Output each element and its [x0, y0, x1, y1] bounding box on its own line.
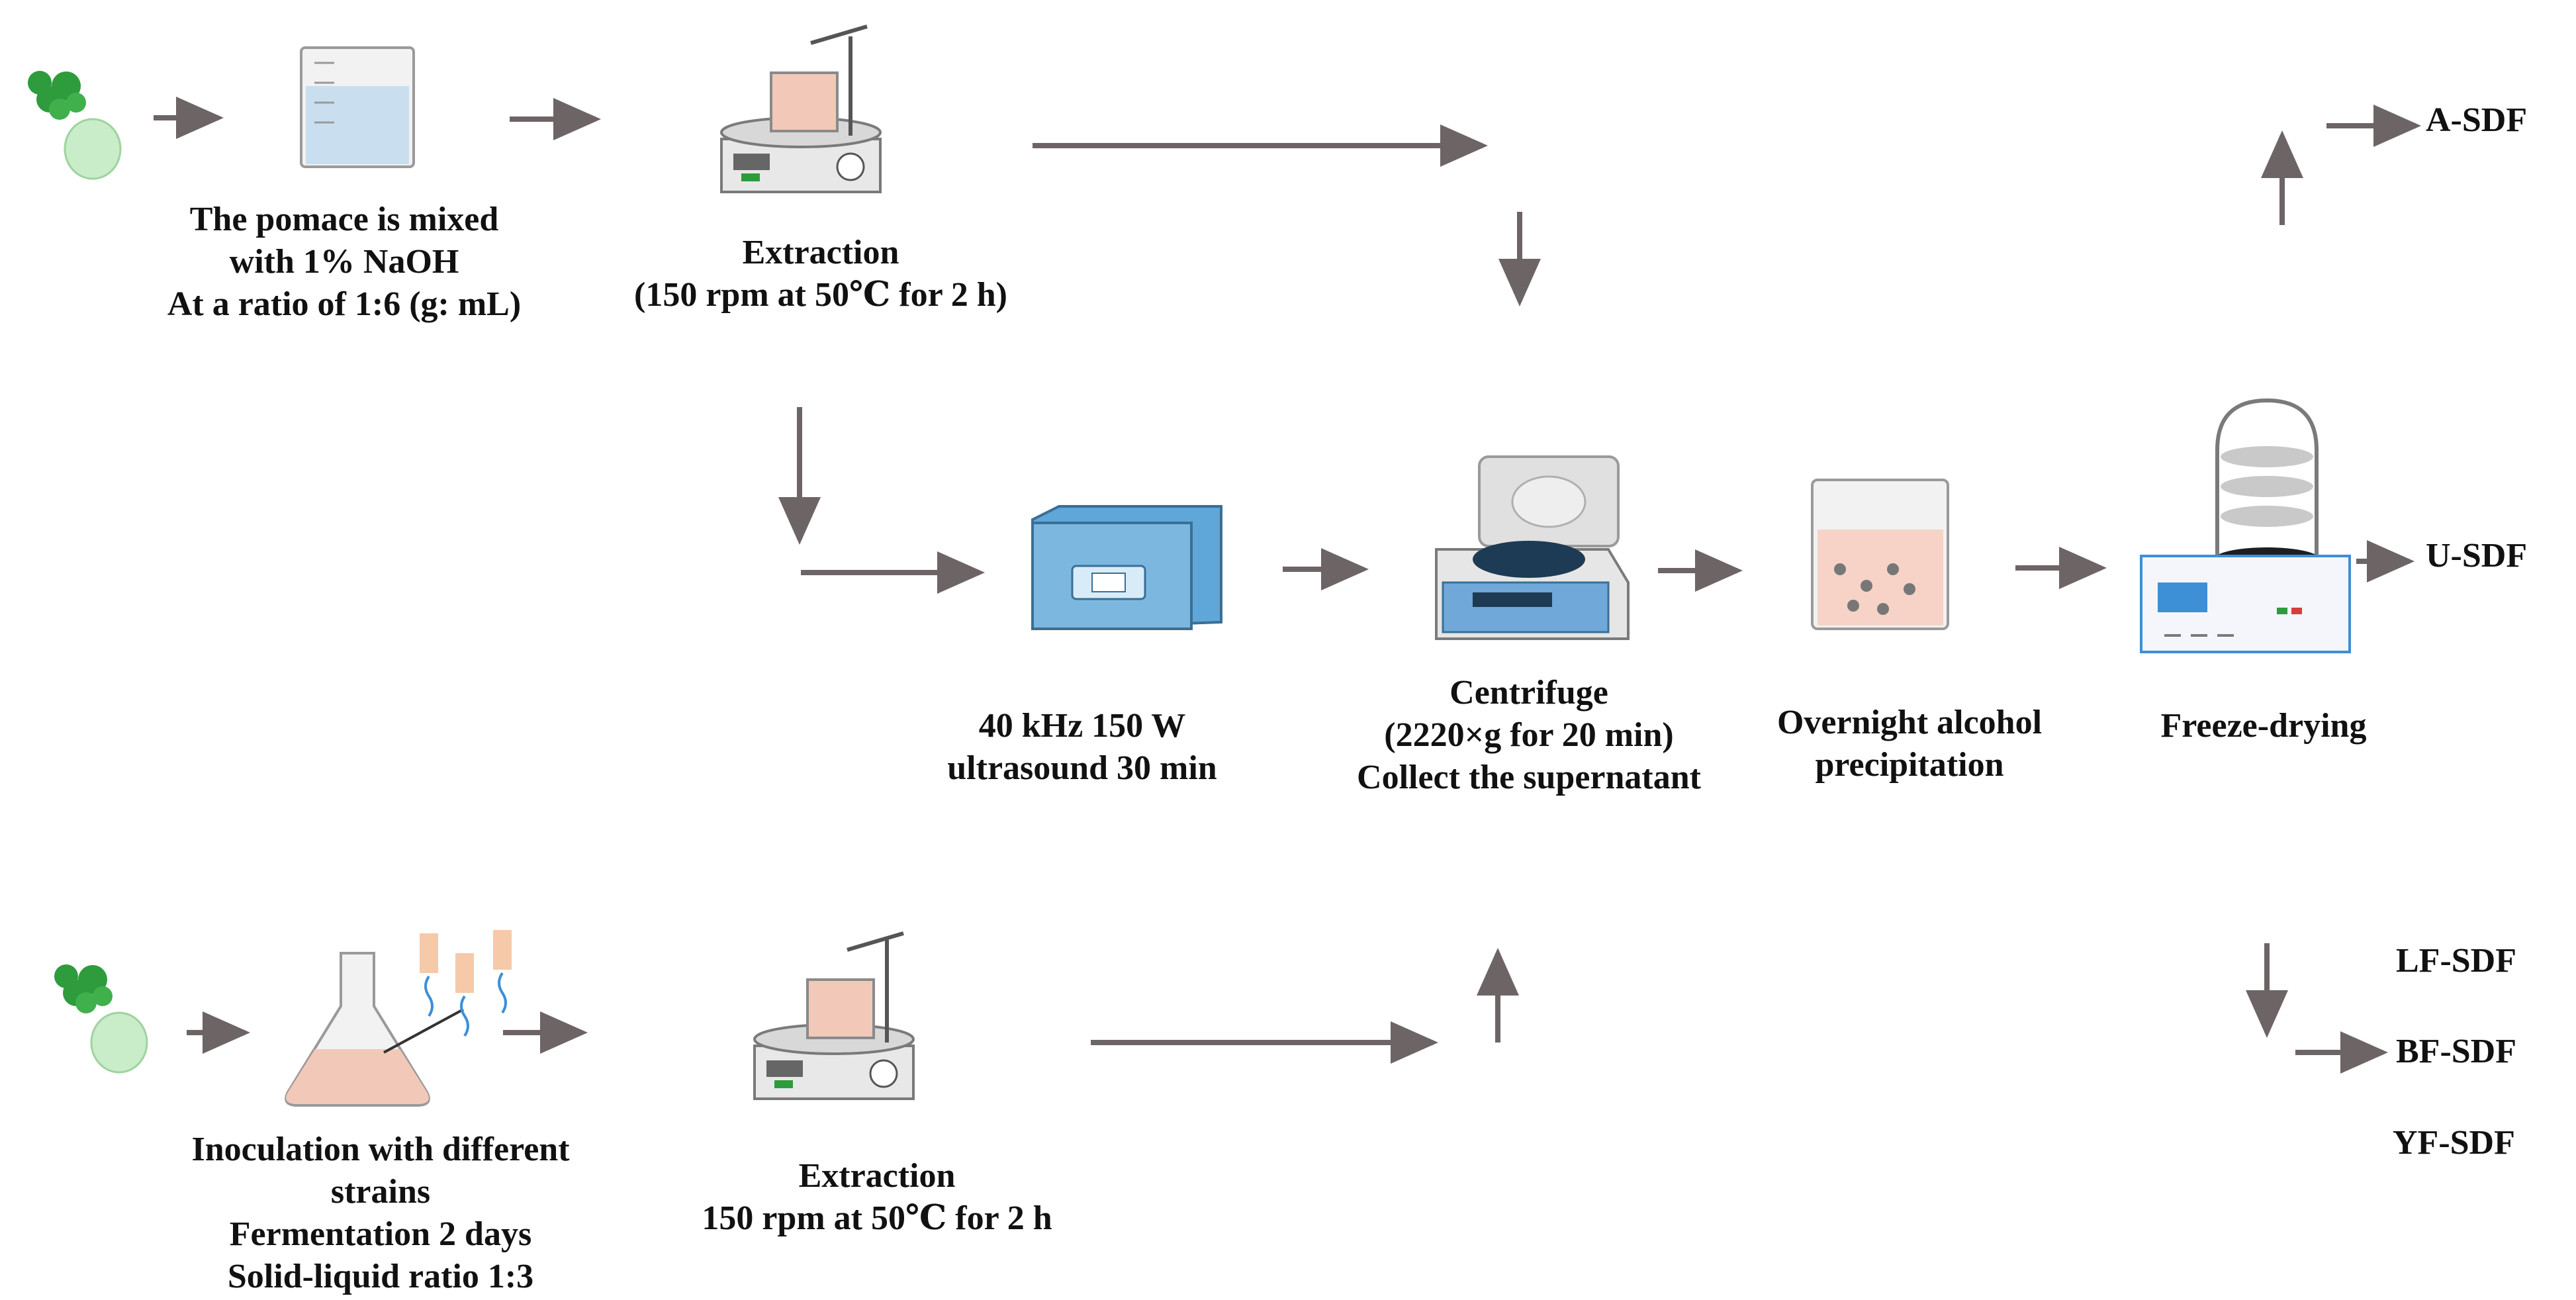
step-extraction-bottom-label: Extraction 150 rpm at 50℃ for 2 h [655, 1155, 1099, 1240]
step-precipitation-line: precipitation [1815, 746, 2004, 784]
step-extraction-bottom-line: 150 rpm at 50℃ for 2 h [702, 1199, 1052, 1237]
pomace-icon [28, 71, 122, 180]
beaker-naoh-icon [300, 46, 415, 168]
ultrasound-bath-icon [1031, 505, 1222, 631]
stirrer-extraction-icon [753, 931, 915, 1100]
output-a-sdf: A-SDF [2426, 101, 2528, 139]
step-mix-line: At a ratio of 1:6 (g: mL) [167, 285, 522, 323]
stirrer-extraction-icon [720, 24, 882, 193]
step-inoculation-line: Solid-liquid ratio 1:3 [227, 1258, 534, 1295]
step-extraction-top-line: Extraction [742, 234, 899, 271]
step-centrifuge-line: Collect the supernatant [1357, 759, 1701, 796]
step-inoculation-line: Inoculation with different [191, 1131, 570, 1168]
step-extraction-bottom-line: Extraction [798, 1157, 956, 1195]
precipitation-beaker-icon [1811, 479, 1949, 630]
output-bf-sdf: BF-SDF [2396, 1033, 2516, 1070]
step-inoculation-line: strains [330, 1173, 431, 1211]
output-lf-sdf: LF-SDF [2396, 942, 2516, 980]
step-ultrasound-line: ultrasound 30 min [947, 749, 1217, 787]
freeze-dryer-icon [2140, 398, 2351, 653]
step-inoculation-line: Fermentation 2 days [229, 1215, 532, 1253]
step-precipitation-label: Overnight alcohol precipitation [1734, 702, 2085, 786]
pomace-icon [54, 964, 148, 1074]
step-centrifuge-line: Centrifuge [1449, 674, 1608, 712]
fermentation-flask-icon [285, 930, 512, 1107]
output-yf-sdf: YF-SDF [2393, 1124, 2515, 1162]
step-mix-label: The pomace is mixed with 1% NaOH At a ra… [93, 199, 596, 326]
step-centrifuge-label: Centrifuge (2220×g for 20 min) Collect t… [1304, 672, 1754, 799]
step-mix-line: The pomace is mixed [189, 201, 499, 238]
step-ultrasound-line: 40 kHz 150 W [978, 707, 1186, 745]
step-inoculation-label: Inoculation with different strains Ferme… [126, 1129, 635, 1298]
output-u-sdf: U-SDF [2426, 537, 2528, 575]
step-extraction-top-label: Extraction (150 rpm at 50℃ for 2 h) [589, 232, 1052, 316]
step-ultrasound-label: 40 kHz 150 W ultrasound 30 min [907, 705, 1258, 790]
step-extraction-top-line: (150 rpm at 50℃ for 2 h) [634, 276, 1007, 314]
step-mix-line: with 1% NaOH [229, 243, 459, 281]
step-freeze-drying-line: Freeze-drying [2160, 707, 2367, 745]
step-precipitation-line: Overnight alcohol [1776, 704, 2043, 741]
centrifuge-icon [1435, 455, 1630, 640]
step-centrifuge-line: (2220×g for 20 min) [1384, 716, 1674, 754]
step-freeze-drying-label: Freeze-drying [2131, 705, 2396, 747]
